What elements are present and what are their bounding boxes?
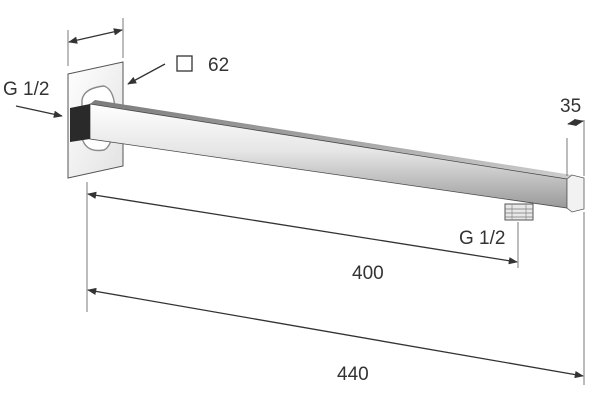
flange-size-label: 62 — [208, 55, 229, 76]
arm-section-dimension — [567, 118, 584, 127]
overall-length-label: 440 — [337, 364, 369, 385]
flange-leader-arrow — [127, 63, 166, 85]
outlet-thread-label: G 1/2 — [459, 228, 505, 249]
overall-length-dimension — [87, 287, 584, 379]
inlet-thread-label: G 1/2 — [3, 79, 49, 100]
inlet-arrow — [15, 105, 63, 118]
outlet-distance-dimension — [87, 191, 518, 265]
extension-lines — [67, 18, 585, 385]
arm-section-label: 35 — [560, 96, 581, 117]
outlet-connector — [504, 203, 534, 221]
shower-arm — [70, 100, 585, 213]
square-outline-icon — [176, 55, 193, 72]
flange-depth-dimension — [68, 28, 123, 44]
outlet-distance-label: 400 — [352, 263, 384, 284]
